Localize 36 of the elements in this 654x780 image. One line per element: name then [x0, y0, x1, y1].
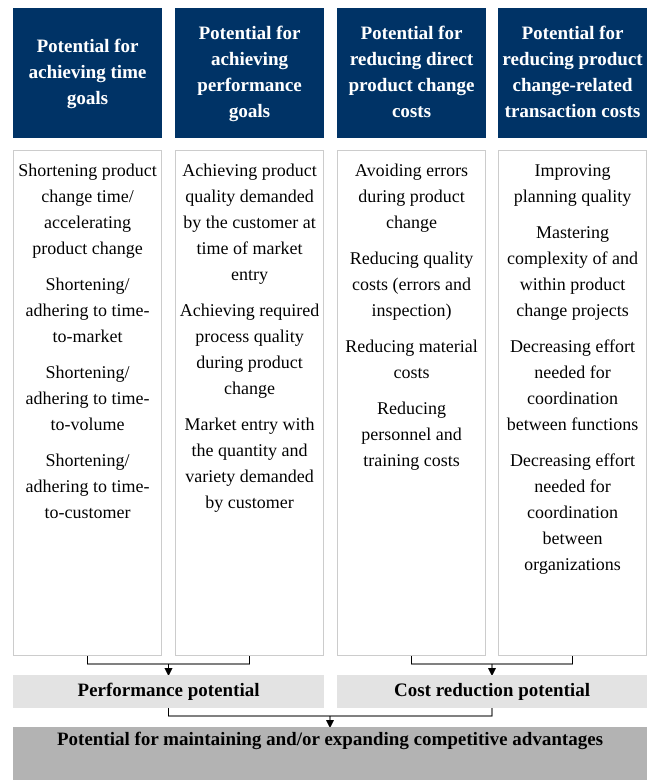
item-text: Reducing quality costs (errors and inspection)	[348, 247, 474, 322]
heading-text: Potential for achieving performance goals	[196, 22, 303, 124]
item-text: Reducing personnel and training costs	[360, 397, 463, 472]
item-text: Shortening/ adhering to time-to-market	[24, 273, 150, 348]
item-list-panel	[498, 150, 647, 656]
item-list-panel	[13, 150, 162, 656]
item-text: Achieving product quality demanded by the customer at time of market entry	[181, 159, 318, 286]
category-header	[337, 8, 486, 138]
item-list-panel	[337, 150, 486, 656]
heading-text: Cost reduction potential	[394, 679, 590, 704]
category-header	[13, 8, 162, 138]
heading-text: Performance potential	[77, 679, 260, 704]
item-text: Achieving required process quality during product change	[178, 299, 320, 400]
item-text: Decreasing effort needed for coordination between functions	[506, 335, 640, 436]
category-header	[498, 8, 647, 138]
item-text: Reducing material costs	[344, 335, 479, 384]
potential-bar	[13, 675, 324, 708]
connector-arrow	[164, 656, 250, 676]
connector-arrow	[326, 708, 492, 728]
heading-text: Potential for reducing direct product change costs	[348, 22, 476, 124]
heading-text: Potential for achieving time goals	[28, 35, 148, 111]
item-text: Avoiding errors during product change	[354, 159, 470, 234]
heading-text: Potential for maintaining and/or expanding competitive advantages	[56, 728, 604, 752]
item-text: Improving planning quality	[512, 159, 632, 208]
potential-bar	[337, 675, 647, 708]
result-bar	[13, 727, 647, 780]
connector-arrow	[488, 656, 573, 676]
item-text: Market entry with the quantity and variety demanded by customer	[184, 413, 316, 514]
category-header	[175, 8, 324, 138]
item-text: Decreasing effort needed for coordination between organizations	[508, 449, 636, 576]
item-list-panel	[175, 150, 324, 656]
item-text: Shortening/ adhering to time-to-customer	[24, 449, 150, 524]
item-text: Shortening product change time/ accelerating product change	[17, 159, 158, 260]
item-text: Mastering complexity of and within product change projects	[506, 221, 639, 322]
heading-text: Potential for reducing product change-related transaction costs	[502, 22, 643, 124]
item-text: Shortening/ adhering to time-to-volume	[24, 361, 150, 436]
